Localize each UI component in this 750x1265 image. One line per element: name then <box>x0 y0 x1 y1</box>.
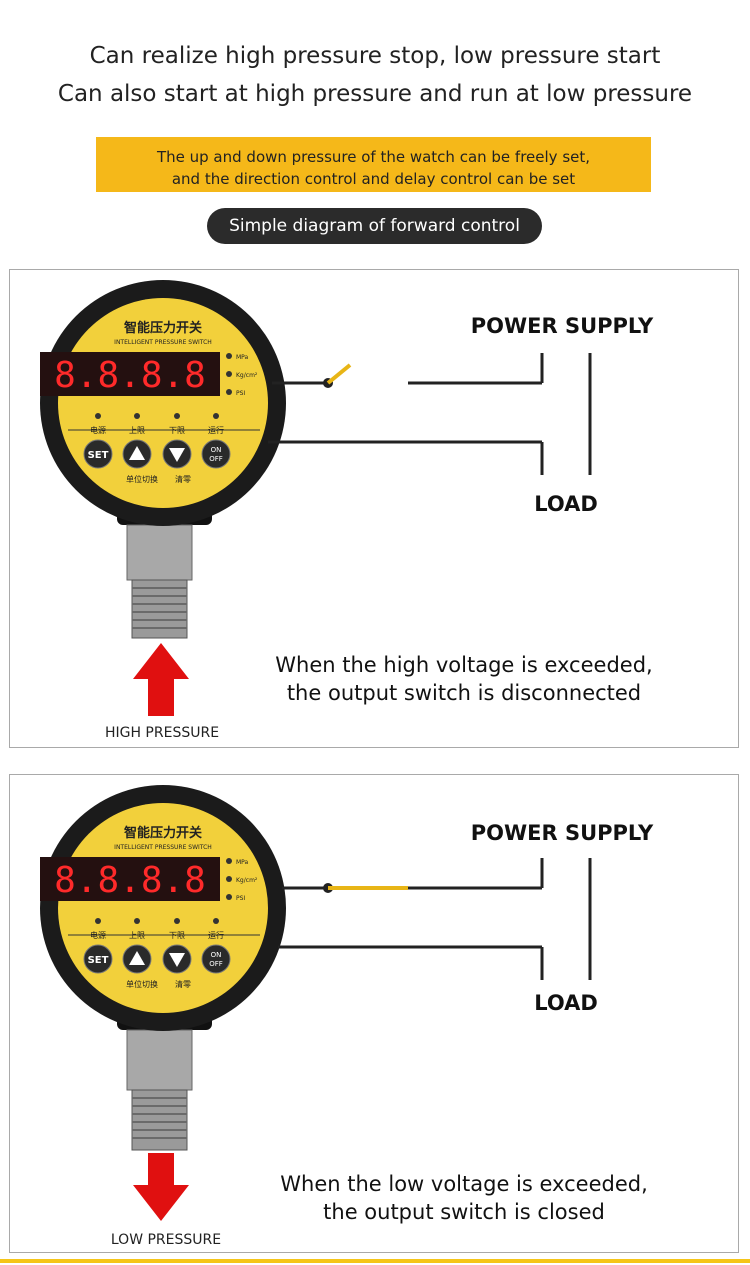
caption-line-2: the output switch is disconnected <box>287 681 641 705</box>
gauge-title-cn: 智能压力开关 <box>124 320 202 336</box>
set-button-icon <box>83 944 113 974</box>
unit-psi: PSI <box>236 390 245 397</box>
set-button-label: SET <box>88 450 109 461</box>
indicator-led-2 <box>134 413 140 419</box>
high-pressure-label: HIGH PRESSURE <box>105 725 219 741</box>
section-title-pill: Simple diagram of forward control <box>207 208 542 244</box>
sub-label-zero: 清零 <box>175 979 191 989</box>
indicator-label-power: 电源 <box>90 425 106 435</box>
gauge-title-en: INTELLIGENT PRESSURE SWITCH <box>114 339 212 346</box>
thread-lines <box>132 1097 187 1139</box>
bottom-accent-rule <box>0 1259 750 1263</box>
load-label: LOAD <box>534 492 598 516</box>
info-banner: The up and down pressure of the watch ca… <box>96 137 651 192</box>
sub-label-unit-switch: 单位切换 <box>126 979 158 989</box>
indicator-label-upper: 上限 <box>129 931 145 940</box>
headline-line-1: Can realize high pressure stop, low pres… <box>89 43 661 69</box>
indicator-led-4 <box>213 413 219 419</box>
up-arrow-icon <box>129 446 145 460</box>
unit-led-2 <box>226 876 232 882</box>
svg-text:OFF: OFF <box>209 455 223 463</box>
set-button-label: SET <box>88 955 109 966</box>
indicator-label-upper: 上限 <box>129 426 145 435</box>
up-arrow-icon <box>129 951 145 965</box>
power-supply-label: POWER SUPPLY <box>471 314 654 338</box>
arrow-down-icon <box>133 1153 189 1221</box>
banner-line-1: The up and down pressure of the watch ca… <box>156 148 591 166</box>
gauge-title-en: INTELLIGENT PRESSURE SWITCH <box>114 844 212 851</box>
unit-mpa: MPa <box>236 354 249 361</box>
unit-led-3 <box>226 894 232 900</box>
indicator-led-3 <box>174 918 180 924</box>
unit-psi: PSI <box>236 895 245 902</box>
unit-kgcm: Kg/cm² <box>236 877 258 884</box>
gauge-display-window <box>40 857 220 901</box>
indicator-led-1 <box>95 413 101 419</box>
open-switch-blade <box>326 363 352 385</box>
on-off-button-icon <box>201 439 231 469</box>
diagram-panel-high: 智能压力开关 INTELLIGENT PRESSURE SWITCH 8.8.8… <box>9 269 739 748</box>
down-arrow-icon <box>169 953 185 967</box>
unit-mpa: MPa <box>236 859 249 866</box>
thread-lines <box>132 587 187 629</box>
unit-led-1 <box>226 353 232 359</box>
svg-text:ON: ON <box>211 446 222 454</box>
indicator-label-run: 运行 <box>208 425 224 435</box>
indicator-led-1 <box>95 918 101 924</box>
gauge-stem-hex <box>126 1029 193 1091</box>
diagram-svg-high: 智能压力开关 INTELLIGENT PRESSURE SWITCH 8.8.8… <box>40 280 654 741</box>
gauge-display-digits: 8.8.8.8 <box>54 355 206 396</box>
gauge-title-cn: 智能压力开关 <box>124 825 202 841</box>
caption-line-1: When the low voltage is exceeded, <box>280 1172 648 1196</box>
caption-line-1: When the high voltage is exceeded, <box>275 653 652 677</box>
on-off-button-icon <box>201 944 231 974</box>
pressure-switch-gauge: 智能压力开关 INTELLIGENT PRESSURE SWITCH 8.8.8… <box>40 280 286 639</box>
unit-led-1 <box>226 858 232 864</box>
indicator-label-run: 运行 <box>208 930 224 940</box>
gauge-stem-thread <box>131 1089 188 1151</box>
indicator-label-lower: 下限 <box>169 426 185 435</box>
sub-label-zero: 清零 <box>175 474 191 484</box>
unit-led-2 <box>226 371 232 377</box>
diagram-svg-low: 智能压力开关 INTELLIGENT PRESSURE SWITCH 8.8.8… <box>40 785 654 1248</box>
indicator-led-2 <box>134 918 140 924</box>
low-pressure-label: LOW PRESSURE <box>111 1232 221 1248</box>
down-arrow-icon <box>169 448 185 462</box>
load-label: LOAD <box>534 991 598 1015</box>
headline-line-2: Can also start at high pressure and run … <box>57 81 693 107</box>
indicator-led-4 <box>213 918 219 924</box>
caption-line-2: the output switch is closed <box>323 1200 605 1224</box>
banner-line-2: and the direction control and delay cont… <box>171 170 576 188</box>
sub-label-unit-switch: 单位切换 <box>126 474 158 484</box>
svg-text:OFF: OFF <box>209 960 223 968</box>
gauge-stem-hex <box>126 524 193 581</box>
svg-text:ON: ON <box>211 951 222 959</box>
power-supply-label: POWER SUPPLY <box>471 821 654 845</box>
wiring-closed <box>278 858 592 980</box>
set-button-icon <box>83 439 113 469</box>
unit-kgcm: Kg/cm² <box>236 372 258 379</box>
wiring-open <box>268 353 592 475</box>
arrow-up-icon <box>133 643 189 716</box>
gauge-display-digits: 8.8.8.8 <box>54 860 206 901</box>
pressure-switch-gauge-2: 智能压力开关 INTELLIGENT PRESSURE SWITCH 8.8.8… <box>40 785 286 1151</box>
indicator-label-lower: 下限 <box>169 931 185 940</box>
indicator-led-3 <box>174 413 180 419</box>
diagram-panel-low: 智能压力开关 INTELLIGENT PRESSURE SWITCH 8.8.8… <box>9 774 739 1253</box>
unit-led-3 <box>226 389 232 395</box>
gauge-display-window <box>40 352 220 396</box>
indicator-label-power: 电源 <box>90 930 106 940</box>
